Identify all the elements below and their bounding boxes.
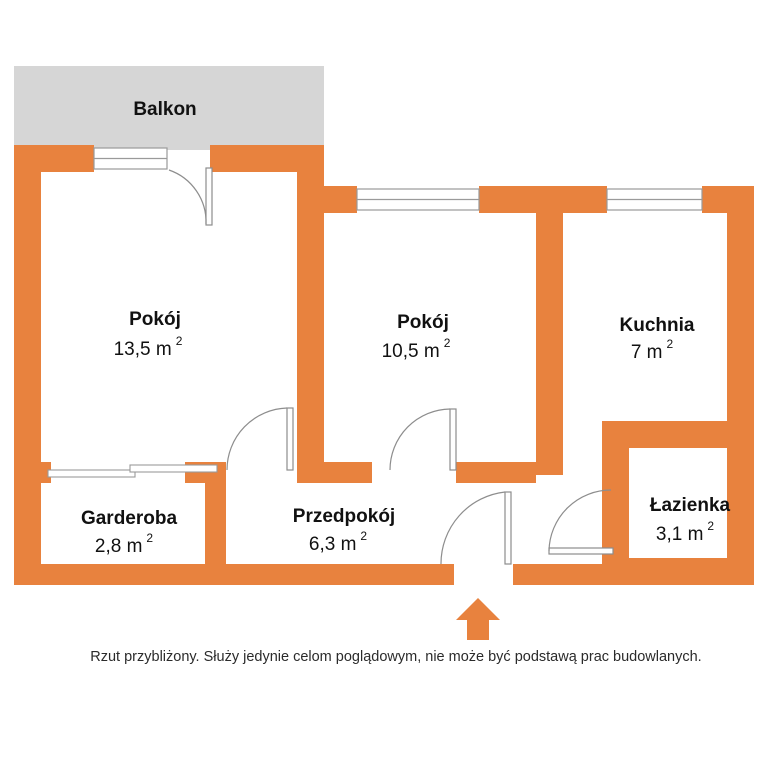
- entrance-arrow: [456, 598, 500, 640]
- wall-garderoba-right: [205, 462, 226, 585]
- entrance-arrow-shape: [456, 598, 500, 640]
- room-name-pokoj-middle: Pokój: [397, 312, 449, 333]
- room-name-kuchnia: Kuchnia: [620, 315, 695, 336]
- wall-step-connector: [297, 186, 357, 213]
- door-arc-pokoj-left: [226, 407, 288, 471]
- slider-panel-b: [129, 464, 218, 473]
- wall-outer-left: [14, 145, 41, 585]
- balcony-label: Balkon: [133, 99, 196, 120]
- balcony-fill: [14, 66, 324, 150]
- wall-structure: [14, 145, 754, 585]
- room-name-przedpokoj: Przedpokój: [293, 506, 395, 527]
- slider-panel-a: [47, 469, 136, 478]
- wall-middle-right: [536, 199, 563, 475]
- door-arc-pokoj-middle: [389, 408, 451, 471]
- wall-outer-right: [727, 186, 754, 585]
- balcony-area: Balkon: [14, 66, 324, 150]
- door-arc-entrance: [440, 491, 506, 565]
- room-name-pokoj-left: Pokój: [129, 309, 181, 330]
- door-leaf-entrance: [504, 491, 512, 565]
- door-leaf-bathroom: [548, 547, 614, 555]
- wall-bottom-left: [14, 564, 454, 585]
- room-name-garderoba: Garderoba: [81, 508, 178, 529]
- wall-przedpokoj-top-b: [456, 462, 536, 483]
- windows: [93, 147, 703, 211]
- room-name-lazienka: Łazienka: [650, 495, 731, 516]
- door-leaf-balcony: [205, 167, 213, 226]
- door-leaf-pokoj-left: [286, 407, 294, 471]
- door-arc-bathroom: [548, 489, 612, 552]
- door-arc-balcony: [168, 169, 207, 225]
- wall-przedpokoj-top-a: [297, 462, 372, 483]
- disclaimer-text: Rzut przybliżony. Służy jedynie celom po…: [90, 649, 701, 665]
- door-leaf-pokoj-middle: [449, 408, 457, 471]
- doors: [47, 167, 614, 565]
- sliding-door-garderoba: [47, 464, 218, 478]
- wall-garderoba-top-a: [14, 462, 51, 483]
- wall-middle-left: [311, 199, 324, 475]
- wall-bathroom-left: [602, 421, 629, 585]
- wall-bottom-right: [513, 564, 754, 585]
